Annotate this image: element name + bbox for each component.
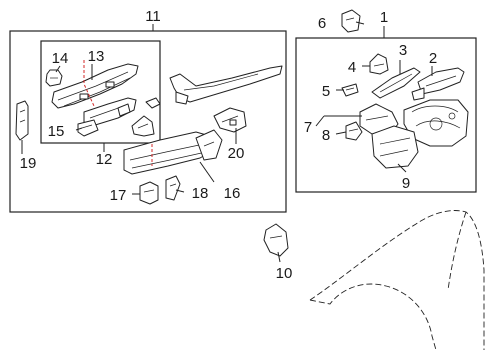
callout-8: 8 <box>322 127 330 144</box>
part-14-bracket <box>45 69 63 87</box>
part-20-bracket <box>213 107 247 133</box>
group-box-1 <box>295 37 477 193</box>
part-9-apron-panel <box>371 125 419 169</box>
callout-10: 10 <box>276 265 293 282</box>
group-box-11 <box>9 30 287 213</box>
part-17-bracket <box>139 181 159 205</box>
part-8-bracket <box>345 121 363 141</box>
part-5-clip <box>341 83 359 97</box>
fender-outline <box>309 210 485 351</box>
part-18-bracket <box>165 175 181 201</box>
part-13-front-side-member <box>51 63 139 109</box>
cut-marker-13 <box>83 60 95 107</box>
part-apron-upper-member <box>169 65 283 105</box>
callout-6: 6 <box>318 15 326 32</box>
leader-lines <box>21 21 433 263</box>
callout-18: 18 <box>192 185 209 202</box>
part-6-bracket <box>341 9 361 33</box>
part-3-apron-reinforcement <box>371 67 421 99</box>
callout-19: 19 <box>20 155 37 172</box>
callout-7: 7 <box>304 119 312 136</box>
part-10-bracket <box>263 223 289 257</box>
callout-16: 16 <box>224 185 241 202</box>
callout-5: 5 <box>322 83 330 100</box>
callout-9: 9 <box>402 175 410 192</box>
callout-4: 4 <box>348 59 356 76</box>
part-13-lower-rail <box>83 97 137 127</box>
callout-14: 14 <box>52 50 69 67</box>
callout-13: 13 <box>88 48 105 65</box>
callout-11: 11 <box>145 8 161 25</box>
callout-20: 20 <box>228 145 245 162</box>
part-16-front-side-member-assy <box>123 129 223 175</box>
part-15-plate <box>77 119 99 137</box>
callout-12: 12 <box>96 151 113 168</box>
callout-2: 2 <box>429 50 437 67</box>
part-19-reinforcement <box>15 100 29 141</box>
callout-1: 1 <box>380 9 388 26</box>
callout-17: 17 <box>110 187 127 204</box>
group-box-12 <box>40 40 161 144</box>
part-4-bracket <box>369 53 389 75</box>
part-2-upper-member <box>411 67 465 101</box>
part-gusset-small <box>131 97 161 137</box>
callout-3: 3 <box>399 42 407 59</box>
callout-15: 15 <box>48 123 65 140</box>
